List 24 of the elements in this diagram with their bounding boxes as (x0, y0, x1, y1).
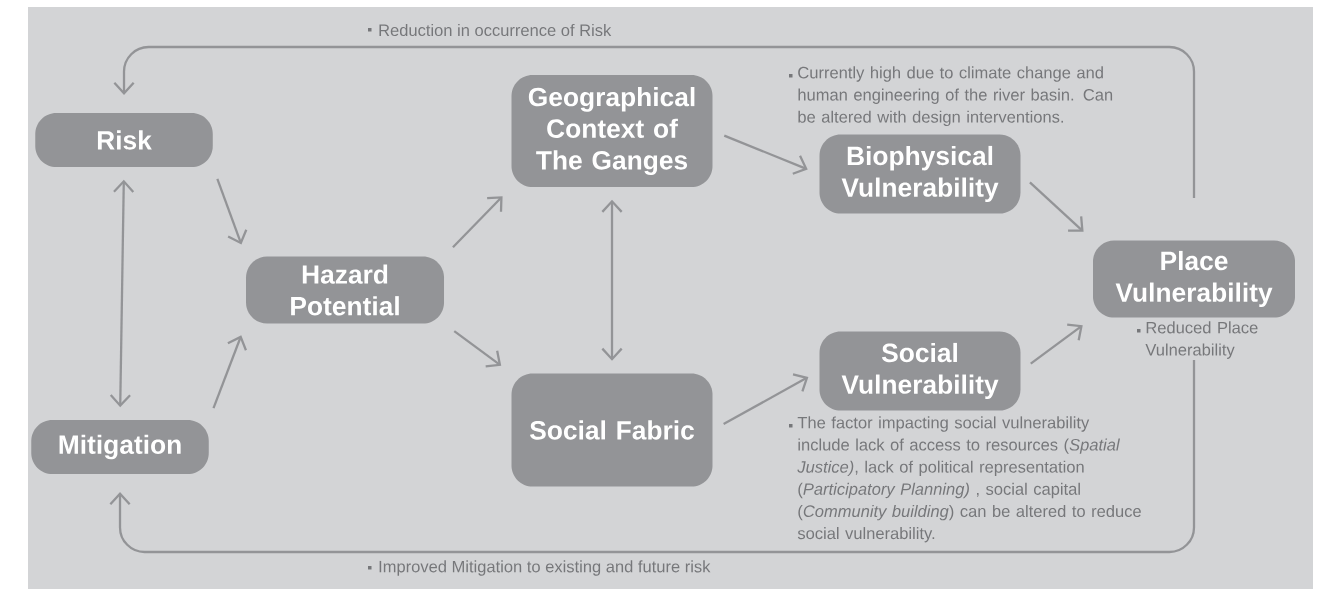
arrow (216, 178, 248, 245)
process-box: Place Vulnerability (1093, 240, 1295, 318)
process-box: Hazard Potential (246, 256, 444, 324)
process-box: Risk (35, 113, 213, 167)
arrow (452, 196, 503, 249)
arrow (109, 360, 1196, 554)
arrow (113, 45, 1196, 198)
arrow (212, 335, 247, 409)
arrow (109, 179, 135, 408)
note-text: The factor impacting social vulnerability include lack of access to resources (Spatial Justice), lack of political representation (Participatory Planning) , social capital (Community building) can be altered to reduce social vulnerability. (789, 416, 1141, 543)
arrow (1030, 323, 1083, 365)
process-box: Biophysical Vulnerability (819, 134, 1021, 214)
process-box: Geographical Context of The Ganges (511, 75, 713, 187)
process-box: Social Vulnerability (819, 331, 1021, 411)
arrow (601, 199, 623, 361)
note-text: Currently high due to climate change and human engineering of the river basin. Can be altered with design interventions. (789, 66, 1113, 126)
process-box: Social Fabric (511, 373, 713, 487)
process-box: Mitigation (31, 420, 209, 474)
arrow (1029, 181, 1084, 232)
edge-label: Reduction in occurrence of Risk (368, 22, 614, 38)
arrow (453, 330, 502, 368)
note-text: Reduced Place Vulnerability (1137, 321, 1258, 359)
arrow (723, 134, 808, 175)
arrow (723, 373, 809, 426)
